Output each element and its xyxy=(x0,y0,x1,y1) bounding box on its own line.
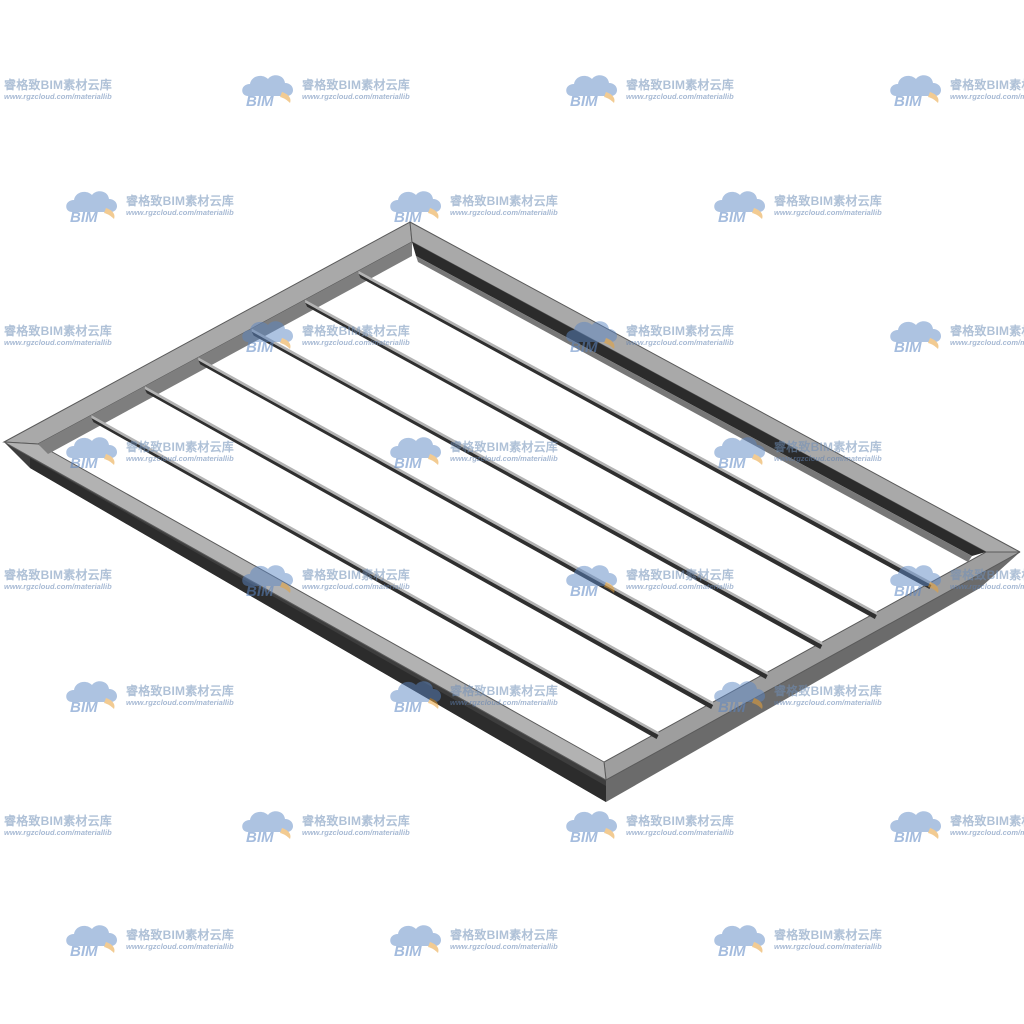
grate-bar-top xyxy=(305,299,877,615)
grate-bar-side xyxy=(251,331,823,649)
grate-bar-side xyxy=(305,302,877,619)
frame-inner-wall-right xyxy=(412,242,986,556)
grate-bar-top xyxy=(91,415,659,735)
grate-bar-side xyxy=(144,389,714,709)
frame-rim-front-right xyxy=(603,551,1021,781)
frame-side-right xyxy=(606,552,1020,802)
frame-side-shadow xyxy=(30,458,606,802)
grate-bar-top xyxy=(358,270,932,585)
grate-bar-top xyxy=(251,328,823,645)
grate-bar-side xyxy=(198,360,768,679)
frame-rim-front-left xyxy=(3,441,607,781)
frame-rim-back-left xyxy=(2,221,413,445)
grate-bar-side xyxy=(358,273,932,589)
frame-inner-ledge xyxy=(416,256,972,562)
grate-bar-top xyxy=(144,386,714,705)
frame-rim-back-right xyxy=(409,221,1021,553)
grate-bar-side xyxy=(91,418,659,739)
frame-inner-wall-left xyxy=(38,242,412,454)
grate-bar-top xyxy=(198,357,768,675)
